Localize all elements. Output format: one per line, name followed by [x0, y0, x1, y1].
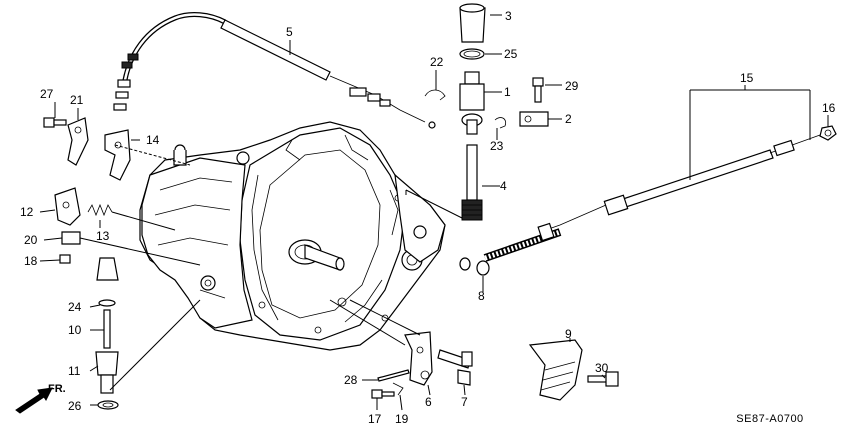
front-label: FR. [48, 383, 66, 395]
callout-22: 22 [430, 55, 444, 69]
callout-numbers: 3 5 25 22 29 15 1 27 21 16 2 14 23 4 12 … [20, 9, 836, 426]
callout-4: 4 [500, 179, 507, 193]
callout-7: 7 [461, 395, 468, 409]
callout-5: 5 [286, 25, 293, 39]
callout-15: 15 [740, 71, 754, 85]
transmission-housing [139, 121, 446, 351]
callout-9: 9 [565, 327, 572, 341]
cable-5 [113, 12, 436, 129]
callout-18: 18 [24, 254, 38, 268]
speedometer-parts [424, 3, 549, 276]
front-arrow: FR. [15, 383, 66, 414]
callout-27: 27 [40, 87, 54, 101]
callout-25: 25 [504, 47, 518, 61]
callout-29: 29 [565, 79, 579, 93]
callout-3: 3 [505, 9, 512, 23]
callout-10: 10 [68, 323, 82, 337]
callout-30: 30 [595, 361, 609, 375]
left-parts [43, 117, 131, 410]
callout-14: 14 [146, 133, 160, 147]
callout-8: 8 [478, 289, 485, 303]
callout-20: 20 [24, 233, 38, 247]
callout-13: 13 [96, 229, 110, 243]
callout-2: 2 [565, 112, 572, 126]
callout-23: 23 [490, 139, 504, 153]
leader-lines [39, 14, 829, 411]
callout-24: 24 [68, 300, 82, 314]
callout-11: 11 [68, 364, 81, 378]
bottom-parts [371, 331, 619, 401]
diagram-code: SE87-A0700 [736, 413, 803, 425]
callout-26: 26 [68, 399, 82, 413]
callout-28: 28 [344, 373, 358, 387]
callout-6: 6 [425, 395, 432, 409]
callout-21: 21 [70, 93, 84, 107]
callout-19: 19 [395, 412, 409, 426]
cable-15 [459, 125, 837, 271]
callout-1: 1 [504, 85, 511, 99]
callout-12: 12 [20, 205, 34, 219]
callout-17: 17 [368, 412, 382, 426]
callout-16: 16 [822, 101, 836, 115]
